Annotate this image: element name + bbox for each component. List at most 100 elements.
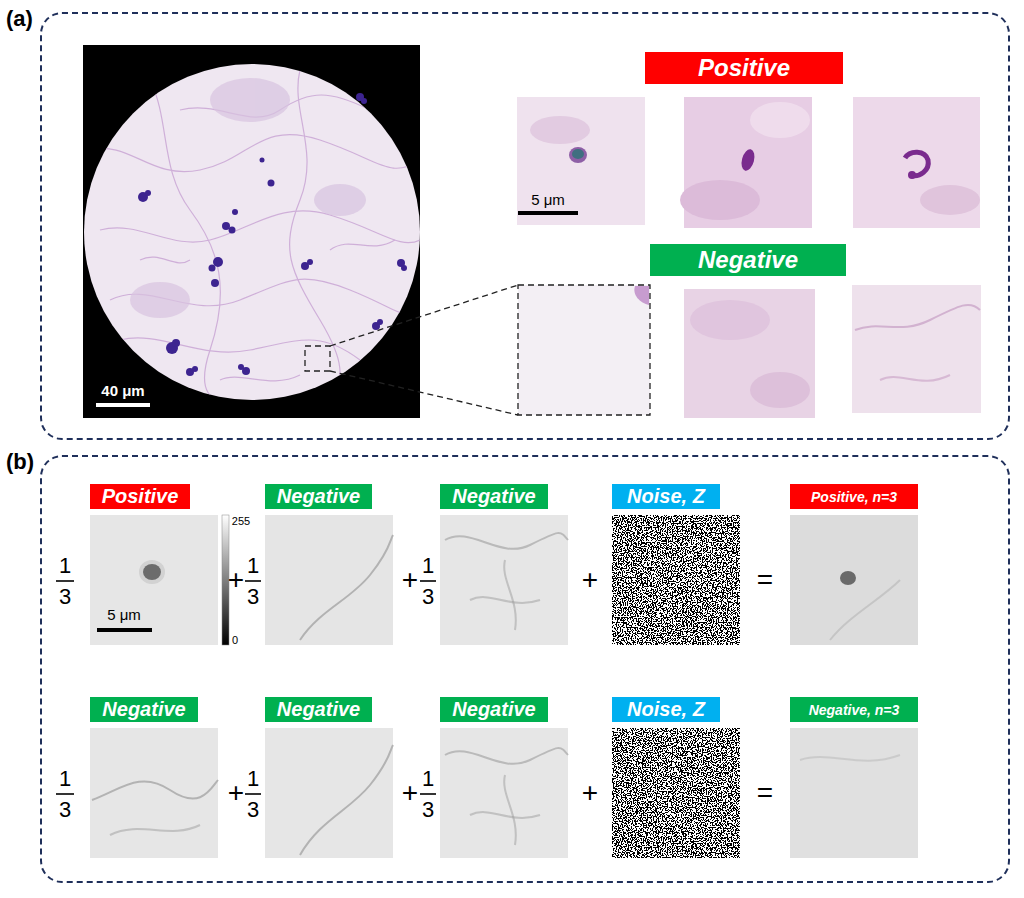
equals-sign: = [757, 779, 773, 807]
fraction-bar [56, 793, 74, 795]
grayscale-tiles [504, 775, 516, 845]
fraction-number: 3 [59, 586, 71, 608]
micrograph [120, 338, 360, 360]
label-banner: Negative [650, 244, 846, 276]
negative-tiles [690, 300, 770, 340]
scale-label: 40 μm [101, 383, 144, 398]
micrograph [172, 339, 180, 347]
grayscale-tiles [440, 515, 568, 645]
negative-tiles [518, 285, 981, 418]
grayscale-tiles [300, 745, 393, 855]
micrograph [232, 209, 238, 215]
zoom-lines [305, 346, 330, 371]
fraction-bar [56, 581, 436, 794]
label-banner: Noise, Z [612, 697, 720, 722]
micrograph [130, 78, 366, 318]
fraction-number: 1 [422, 555, 434, 577]
colorbar [222, 515, 229, 645]
zoom-lines [330, 371, 518, 415]
fraction-bar [245, 793, 261, 795]
micrograph [229, 227, 236, 234]
fraction-number: 3 [247, 799, 259, 821]
grayscale-tiles [110, 825, 200, 835]
micrograph [84, 64, 420, 400]
plus-sign: + [582, 566, 598, 594]
banner-label: Noise, Z [627, 485, 705, 508]
positive-tiles [750, 102, 810, 138]
noise-tiles [612, 515, 740, 858]
banner-label: Noise, Z [627, 698, 705, 721]
banner-label: Negative [452, 698, 535, 721]
fraction-number: 3 [422, 586, 434, 608]
micrograph [377, 319, 383, 325]
banner-label: Positive [102, 485, 179, 508]
grayscale-tiles [470, 597, 540, 603]
banner-label: Negative [452, 485, 535, 508]
grayscale-tiles [840, 571, 856, 585]
grayscale-tiles [90, 728, 218, 858]
negative-tiles [518, 285, 650, 415]
label-banner: Negative [90, 697, 198, 722]
micrograph [268, 180, 275, 187]
plus-sign: + [582, 779, 598, 807]
positive-tiles [853, 97, 980, 228]
label-banner: Negative, n=3 [790, 697, 918, 722]
fraction-bar [56, 580, 74, 582]
micrograph [150, 80, 240, 410]
figure-panel: (b)PositiveNegativeNegativeNoise, ZPosit… [40, 455, 1010, 883]
plus-sign: + [228, 779, 244, 807]
positive-tiles [530, 116, 590, 144]
panel-letter: (b) [6, 449, 34, 475]
fraction-number: 3 [247, 586, 259, 608]
fraction-bar [245, 580, 261, 582]
grayscale-tiles [265, 728, 393, 858]
fraction-number: 3 [422, 799, 434, 821]
colorbar [222, 515, 229, 645]
grayscale-tiles [90, 515, 218, 645]
positive-tiles [517, 97, 645, 225]
grayscale-tiles [800, 755, 900, 761]
negative-tiles [750, 372, 810, 408]
colorbar-value: 255 [232, 516, 250, 527]
micrograph [192, 366, 198, 372]
micrograph [330, 240, 395, 250]
positive-tiles [920, 185, 980, 215]
grayscale-tiles [440, 728, 568, 858]
grayscale-tiles [790, 728, 918, 858]
micrograph [260, 158, 265, 163]
banner-label: Negative [698, 246, 798, 274]
banner-label: Negative, n=3 [809, 702, 900, 718]
positive-tiles [517, 97, 980, 228]
micrograph [211, 279, 219, 287]
micrograph [96, 403, 150, 407]
micrograph [90, 70, 420, 410]
grayscale-tiles [139, 560, 165, 584]
fraction-number: 1 [422, 768, 434, 790]
colorbar-value: 0 [232, 635, 238, 646]
scale-label: 5 μm [107, 607, 141, 622]
plus-sign: + [228, 566, 244, 594]
micrograph [140, 257, 190, 263]
negative-tiles [880, 375, 950, 381]
figure-panel: (a)PositiveNegative [40, 12, 1010, 440]
label-banner: Negative [265, 697, 372, 722]
scale-label: 5 μm [531, 192, 565, 207]
zoom-lines [305, 285, 518, 415]
micrograph [209, 265, 216, 272]
negative-tiles [634, 286, 649, 305]
grayscale-tiles [790, 515, 918, 645]
noise-tiles [612, 728, 740, 858]
fraction-number: 1 [247, 555, 259, 577]
micrograph [307, 259, 313, 265]
grayscale-tiles [830, 580, 900, 640]
zoom-lines [330, 285, 518, 346]
grayscale-tiles [90, 515, 918, 645]
fraction-number: 3 [59, 799, 71, 821]
micrograph [83, 45, 420, 418]
micrograph [83, 45, 420, 418]
label-banner: Negative [265, 484, 372, 509]
banner-label: Positive [698, 54, 790, 82]
